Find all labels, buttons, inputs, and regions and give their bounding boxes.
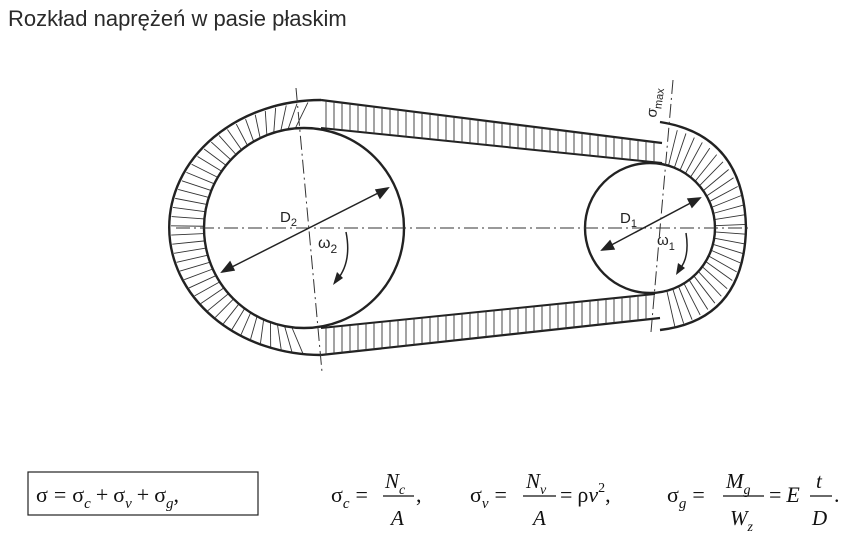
sigma-g-formula: σg= Mg Wz =E t D .: [667, 469, 840, 535]
omega1-arrowhead: [676, 263, 685, 275]
omega2-label: ω2: [318, 235, 338, 256]
d2-arrow: [220, 186, 390, 274]
svg-text:σv=: σv=: [470, 482, 507, 512]
total-stress-formula: σ=σc+σv+σg,: [36, 482, 179, 512]
total-stress-formula-box: [27, 471, 259, 516]
svg-text:D: D: [811, 506, 827, 530]
svg-text:Wz: Wz: [730, 506, 754, 535]
svg-text:Nv: Nv: [525, 469, 547, 498]
svg-text:σg=: σg=: [667, 482, 705, 512]
omega2-arrowhead: [333, 272, 343, 285]
center-lines: [176, 79, 752, 373]
large-pulley-vertical-axis: [295, 87, 323, 373]
page-title: Rozkład naprężeń w pasie płaskim: [8, 6, 347, 31]
svg-text:A: A: [389, 506, 404, 530]
sigma-max-label: σmax: [643, 86, 667, 119]
lower-belt-strip: [320, 293, 661, 357]
svg-text:t: t: [816, 469, 823, 493]
svg-text:σc=: σc=: [331, 482, 368, 512]
svg-text:=E: =E: [769, 482, 800, 507]
large-stress-envelope: [168, 98, 322, 357]
omega1-rotation-arrow: [678, 232, 688, 271]
sigma-v-formula: σv= Nv A =ρv2,: [470, 469, 611, 530]
svg-text:,: ,: [416, 482, 422, 507]
d1-label: D1: [620, 210, 637, 230]
svg-text:=ρv2,: =ρv2,: [560, 481, 611, 507]
small-pulley-vertical-axis: [650, 79, 674, 333]
d2-label: D2: [280, 209, 297, 229]
large-stress-hatching: [171, 102, 309, 354]
svg-text:Mg: Mg: [725, 469, 751, 498]
svg-text:Nc: Nc: [384, 469, 406, 498]
svg-text:.: .: [834, 482, 840, 507]
upper-belt-strip: [320, 98, 663, 164]
omega1-label: ω1: [657, 232, 675, 253]
sigma-c-formula: σc= Nc A ,: [331, 469, 422, 530]
small-stress-hatching: [666, 130, 746, 327]
d1-arrow: [600, 197, 702, 251]
lower-belt-hatching: [325, 294, 647, 355]
small-stress-envelope: [659, 120, 748, 332]
upper-belt-hatching: [325, 100, 655, 163]
omega2-rotation-arrow: [336, 231, 349, 281]
svg-text:A: A: [531, 506, 546, 530]
